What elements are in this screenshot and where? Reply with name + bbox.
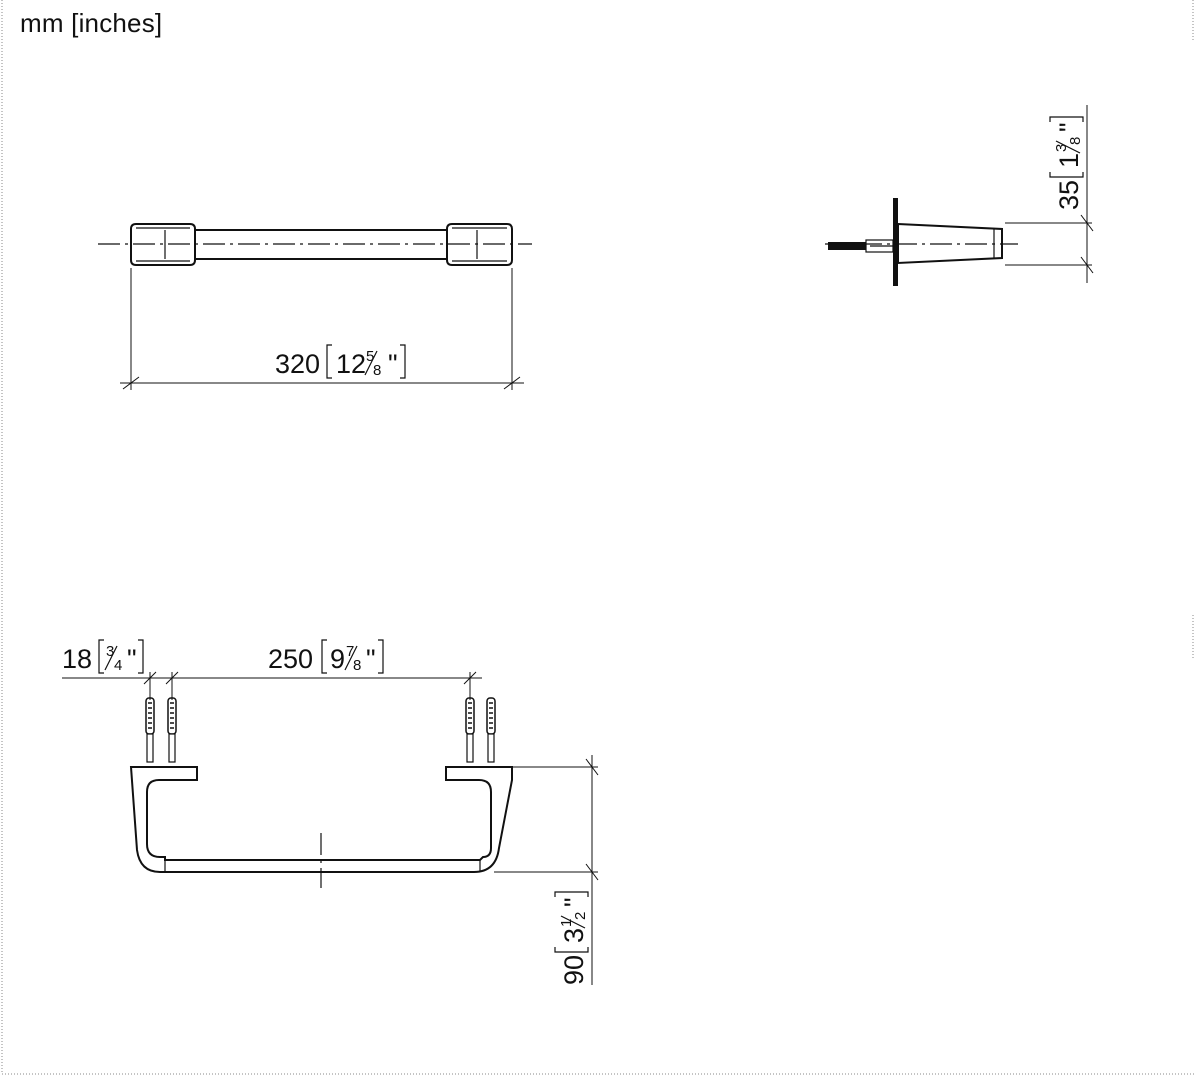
screw-offset-mm: 18: [62, 644, 92, 674]
left-end-cap: [130, 223, 196, 266]
depth-dimension-label: 35 1 3 8 ": [1049, 116, 1084, 210]
height-mm: 90: [559, 955, 589, 985]
right-end-cap: [446, 223, 513, 266]
screw-4: [486, 697, 496, 763]
screw-2: [167, 697, 177, 763]
hole-spacing-label: 250 9 7 8 ": [268, 639, 384, 674]
front-view: 18 3 4 " 250 9 7 8 " 90 3 1: [62, 639, 599, 985]
top-view: 320 12 5 8 ": [98, 223, 532, 390]
depth-inch-num: 3: [1053, 144, 1070, 152]
screw-offset-label: 18 3 4 ": [62, 639, 144, 674]
length-inch-den: 8: [373, 362, 381, 379]
svg-text:": ": [1054, 122, 1084, 132]
svg-text:": ": [388, 349, 398, 379]
wall-plate: [893, 198, 898, 286]
screw-1: [145, 697, 155, 763]
holder-outer-outline: [129, 766, 513, 873]
hole-spacing-inch-whole: 9: [330, 644, 345, 674]
height-dimension-label: 90 3 1 2 ": [554, 891, 589, 985]
length-dimension-label: 320 12 5 8 ": [275, 344, 406, 379]
length-mm: 320: [275, 349, 320, 379]
height-inch-whole: 3: [559, 928, 589, 943]
length-inch-whole: 12: [336, 349, 366, 379]
screw-3: [465, 697, 475, 763]
depth-mm: 35: [1054, 180, 1084, 210]
hole-spacing-inch-den: 8: [353, 657, 361, 674]
units-label: mm [inches]: [20, 8, 163, 38]
side-view: 35 1 3 8 ": [825, 105, 1094, 286]
length-inch-num: 5: [366, 348, 374, 365]
depth-inch-den: 8: [1067, 137, 1084, 145]
side-screw: [828, 239, 894, 253]
hole-spacing-mm: 250: [268, 644, 313, 674]
tapered-holder: [897, 222, 1003, 265]
height-inch-num: 1: [558, 919, 575, 927]
screw-offset-inch-num: 3: [106, 643, 114, 660]
depth-inch-whole: 1: [1054, 153, 1084, 168]
screw-offset-inch-den: 4: [114, 657, 122, 674]
hole-spacing-inch-num: 7: [346, 643, 354, 660]
svg-text:": ": [366, 644, 376, 674]
svg-text:": ": [127, 644, 137, 674]
height-inch-den: 2: [572, 912, 589, 920]
svg-text:": ": [559, 897, 589, 907]
